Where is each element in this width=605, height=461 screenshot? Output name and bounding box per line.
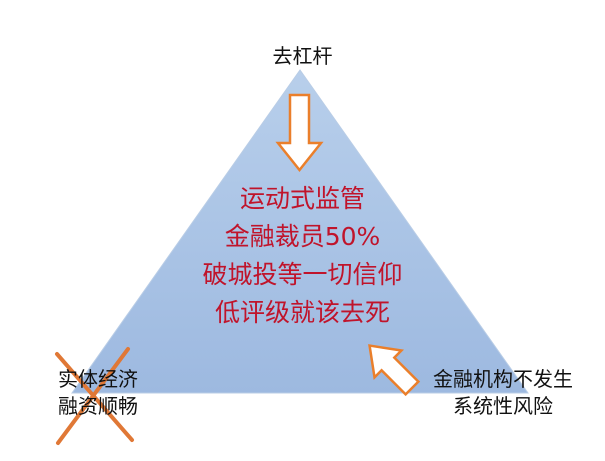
right-corner-label: 金融机构不发生 系统性风险 <box>408 366 598 420</box>
left-label-line: 融资顺畅 <box>58 394 138 418</box>
center-line: 运动式监管 <box>239 184 365 213</box>
pyramid-triangle <box>71 69 529 394</box>
diagonal-arrow <box>368 344 421 397</box>
down-arrow <box>275 93 324 173</box>
center-line: 金融裁员50% <box>224 222 381 251</box>
cross-out-mark <box>55 347 134 445</box>
right-label-line: 系统性风险 <box>453 394 553 418</box>
top-label: 去杠杆 <box>272 44 333 68</box>
center-text-list: 运动式监管 金融裁员50% 破城投等一切信仰 低评级就该去死 <box>150 180 455 332</box>
left-corner-label: 实体经济 融资顺畅 <box>18 366 178 420</box>
center-line: 破城投等一切信仰 <box>202 260 403 289</box>
center-line: 低评级就该去死 <box>214 298 390 327</box>
right-label-line: 金融机构不发生 <box>433 367 573 391</box>
left-label-line: 实体经济 <box>58 367 138 391</box>
